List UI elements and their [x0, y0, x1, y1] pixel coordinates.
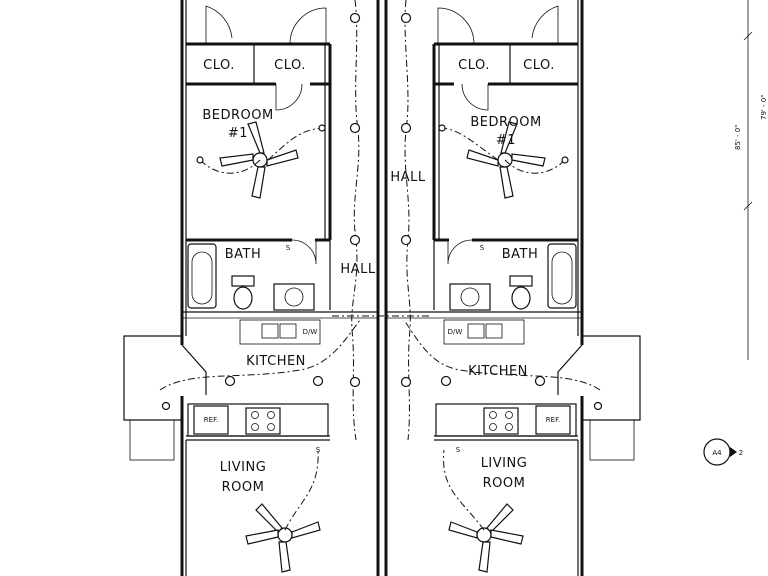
- bedroom-number: #1: [228, 126, 248, 141]
- appliance-labels: REF. REF. D/W D/W: [204, 328, 560, 424]
- bath-label: BATH: [502, 247, 539, 262]
- refrigerator-label: REF.: [546, 416, 560, 424]
- closet-label: CLO.: [274, 58, 306, 73]
- center-party-wall: [376, 0, 388, 576]
- dishwasher-label: D/W: [303, 328, 318, 336]
- section-marker-label: A4: [712, 449, 722, 457]
- ceiling-fan-living-right: [448, 503, 524, 573]
- bedroom-number: #1: [496, 133, 516, 148]
- right-unit-walls: [386, 0, 641, 576]
- room-labels: CLO. CLO. CLO. CLO. BEDROOM #1 BEDROOM #…: [202, 58, 555, 495]
- kitchen-label: KITCHEN: [468, 364, 528, 379]
- switch-symbol: S: [480, 244, 485, 252]
- closet-label: CLO.: [458, 58, 490, 73]
- living-room-label: ROOM: [483, 476, 526, 491]
- dimension-lines: 85' - 0" 79' - 0": [734, 0, 768, 360]
- ceiling-fan-bedroom-left: [219, 121, 299, 199]
- bedroom-label: BEDROOM: [470, 115, 541, 130]
- kitchen-label: KITCHEN: [246, 354, 306, 369]
- living-room-label: LIVING: [481, 456, 528, 471]
- dimension-text: 85' - 0": [734, 125, 742, 150]
- switch-symbol: S: [456, 446, 461, 454]
- ceiling-fan-living-left: [245, 503, 321, 573]
- dishwasher-label: D/W: [448, 328, 463, 336]
- closet-label: CLO.: [203, 58, 235, 73]
- kitchen-appliances: [193, 405, 571, 435]
- left-unit-walls: [123, 0, 378, 576]
- hall-label: HALL: [340, 262, 375, 277]
- living-room-label: LIVING: [220, 460, 267, 475]
- light-fixtures: [161, 12, 603, 411]
- switch-symbols: S S S S: [286, 244, 485, 454]
- living-room-label: ROOM: [222, 480, 265, 495]
- section-marker: A4 2: [703, 438, 743, 466]
- bath-label: BATH: [225, 247, 262, 262]
- refrigerator-label: REF.: [204, 416, 218, 424]
- door-swings: [205, 5, 559, 265]
- kitchen-upper-cabinets: [239, 319, 525, 345]
- dimension-text: 79' - 0": [760, 95, 768, 120]
- electrical-wiring: [159, 0, 601, 531]
- section-marker-number: 2: [739, 449, 743, 457]
- switch-symbol: S: [316, 446, 321, 454]
- bath-fixtures: [187, 243, 577, 311]
- closet-label: CLO.: [523, 58, 555, 73]
- switch-symbol: S: [286, 244, 291, 252]
- hall-label: HALL: [390, 170, 425, 185]
- bedroom-label: BEDROOM: [202, 108, 273, 123]
